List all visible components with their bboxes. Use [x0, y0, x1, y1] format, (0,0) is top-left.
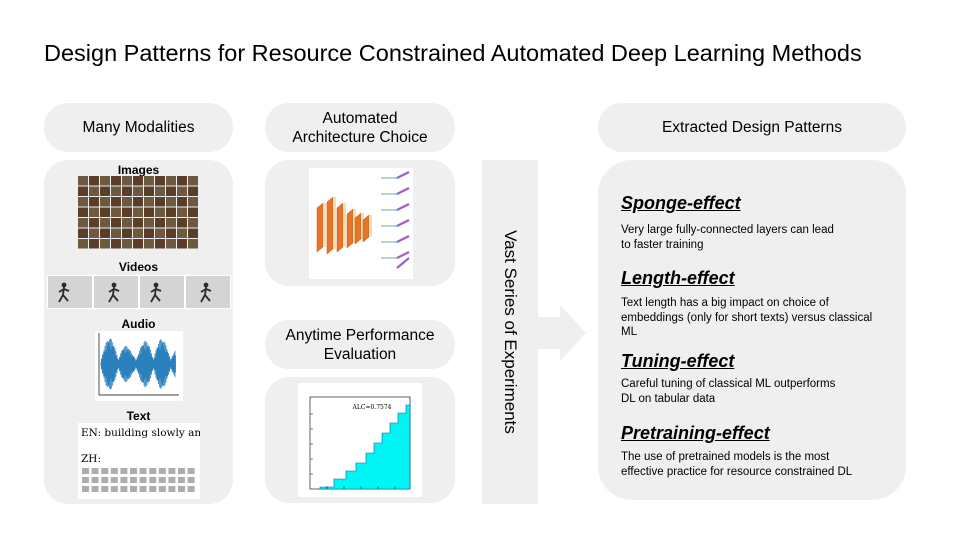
text-label: Text	[126, 409, 151, 423]
audio-label: Audio	[121, 317, 156, 331]
pattern-tuning: Tuning-effect Careful tuning of classica…	[621, 351, 835, 406]
pattern-pretraining-desc: The use of pretrained models is the most…	[621, 451, 853, 478]
anytime-header-line2: Evaluation	[323, 345, 397, 363]
pattern-pretraining: Pretraining-effect The use of pretrained…	[621, 423, 852, 479]
text-sample-zh: ZH:	[81, 453, 101, 465]
page-title: Design Patterns for Resource Constrained…	[44, 40, 862, 66]
right-arrow-icon	[538, 305, 586, 361]
architecture-header-line1: Automated	[322, 109, 398, 127]
video-frames-thumbnail	[47, 275, 231, 309]
pattern-sponge: Sponge-effect Very large fully-connected…	[621, 193, 834, 252]
architecture-header-line2: Architecture Choice	[292, 128, 428, 146]
network-architecture-diagram	[309, 168, 413, 279]
pattern-length-desc: Text length has a big impact on choice o…	[621, 297, 873, 338]
anytime-header-line1: Anytime Performance	[285, 326, 435, 344]
image-grid-thumbnail	[78, 176, 198, 249]
pattern-tuning-desc: Careful tuning of classical ML outperfor…	[621, 378, 836, 405]
architecture-header: Automated Architecture Choice	[265, 103, 455, 152]
alc-label: ALC=0.7574	[352, 404, 392, 411]
pattern-length-title: Length-effect	[621, 268, 735, 288]
patterns-panel	[598, 160, 906, 500]
text-sample-en: EN: building slowly and	[81, 427, 200, 439]
anytime-header: Anytime Performance Evaluation	[265, 320, 455, 369]
images-label: Images	[117, 163, 160, 177]
pattern-pretraining-title: Pretraining-effect	[621, 423, 770, 443]
patterns-header-label: Extracted Design Patterns	[661, 119, 843, 136]
pattern-tuning-title: Tuning-effect	[621, 351, 735, 371]
chinese-text-lines	[82, 468, 195, 492]
modalities-header: Many Modalities	[44, 103, 233, 152]
experiments-bar: Vast Series of Experiments	[482, 160, 538, 504]
learning-curve-chart: ALC=0.7574	[298, 383, 422, 497]
pattern-length: Length-effect Text length has a big impa…	[621, 268, 872, 340]
audio-waveform-thumbnail	[95, 331, 183, 401]
modalities-header-label: Many Modalities	[82, 119, 195, 136]
experiments-label: Vast Series of Experiments	[501, 230, 520, 434]
pattern-sponge-desc: Very large fully-connected layers can le…	[621, 224, 834, 251]
videos-label: Videos	[118, 260, 159, 274]
pattern-sponge-title: Sponge-effect	[621, 193, 741, 213]
text-sample-thumbnail: EN: building slowly and ZH:	[78, 423, 200, 499]
patterns-header: Extracted Design Patterns	[598, 103, 906, 152]
